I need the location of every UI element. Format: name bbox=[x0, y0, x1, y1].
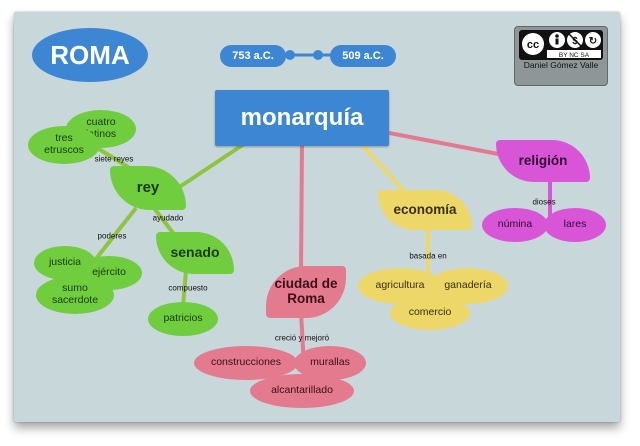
link-ayudado: ayudado bbox=[152, 213, 184, 223]
concept-alcantarillado: alcantarillado bbox=[250, 374, 354, 408]
concept-comercio: comercio bbox=[390, 296, 470, 330]
map-title: ROMA bbox=[32, 28, 148, 82]
concept-map-canvas: ROMA 753 a.C. 509 a.C. cc $ ↻ BY NC SA D… bbox=[14, 12, 620, 422]
svg-text:$: $ bbox=[572, 36, 578, 47]
link-basada-en: basada en bbox=[409, 251, 447, 261]
concept-lares: lares bbox=[544, 208, 606, 242]
concept-ciudad-de-roma: ciudad de Roma bbox=[266, 266, 346, 318]
svg-text:cc: cc bbox=[527, 39, 539, 51]
link-dioses: dioses bbox=[532, 197, 556, 207]
timeline-dot bbox=[285, 50, 295, 60]
concept-religion: religión bbox=[496, 140, 590, 182]
license-badge[interactable]: cc $ ↻ BY NC SA Daniel Gómez Valle bbox=[514, 26, 608, 86]
timeline-start: 753 a.C. bbox=[220, 45, 286, 67]
cc-logo: cc $ ↻ BY NC SA bbox=[519, 30, 603, 60]
link-crecio-y-mejoro: creció y mejoró bbox=[274, 333, 330, 343]
connector-monarquia-ciudad bbox=[299, 141, 304, 273]
timeline-end: 509 a.C. bbox=[330, 45, 396, 67]
connector-monarquia-rey bbox=[176, 142, 246, 190]
concept-patricios: patricios bbox=[148, 302, 218, 336]
concept-tres-etruscos: tres etruscos bbox=[28, 126, 100, 164]
author-label: Daniel Gómez Valle bbox=[523, 60, 599, 70]
link-siete-reyes: siete reyes bbox=[94, 154, 134, 164]
concept-construcciones: construcciones bbox=[194, 346, 298, 380]
central-concept: monarquía bbox=[215, 90, 389, 146]
link-poderes: poderes bbox=[97, 231, 127, 241]
svg-text:↻: ↻ bbox=[589, 36, 597, 47]
link-compuesto: compuesto bbox=[168, 283, 208, 293]
connector-monarquia-religion bbox=[383, 130, 515, 159]
timeline-dot bbox=[313, 50, 323, 60]
concept-numina: númina bbox=[482, 208, 548, 242]
concept-economia: economía bbox=[378, 190, 472, 230]
cc-icons: cc $ ↻ BY NC SA bbox=[522, 32, 601, 59]
concept-sumo-sacerdote: sumo sacerdote bbox=[36, 276, 114, 314]
cc-badge-text: BY NC SA bbox=[559, 52, 590, 59]
